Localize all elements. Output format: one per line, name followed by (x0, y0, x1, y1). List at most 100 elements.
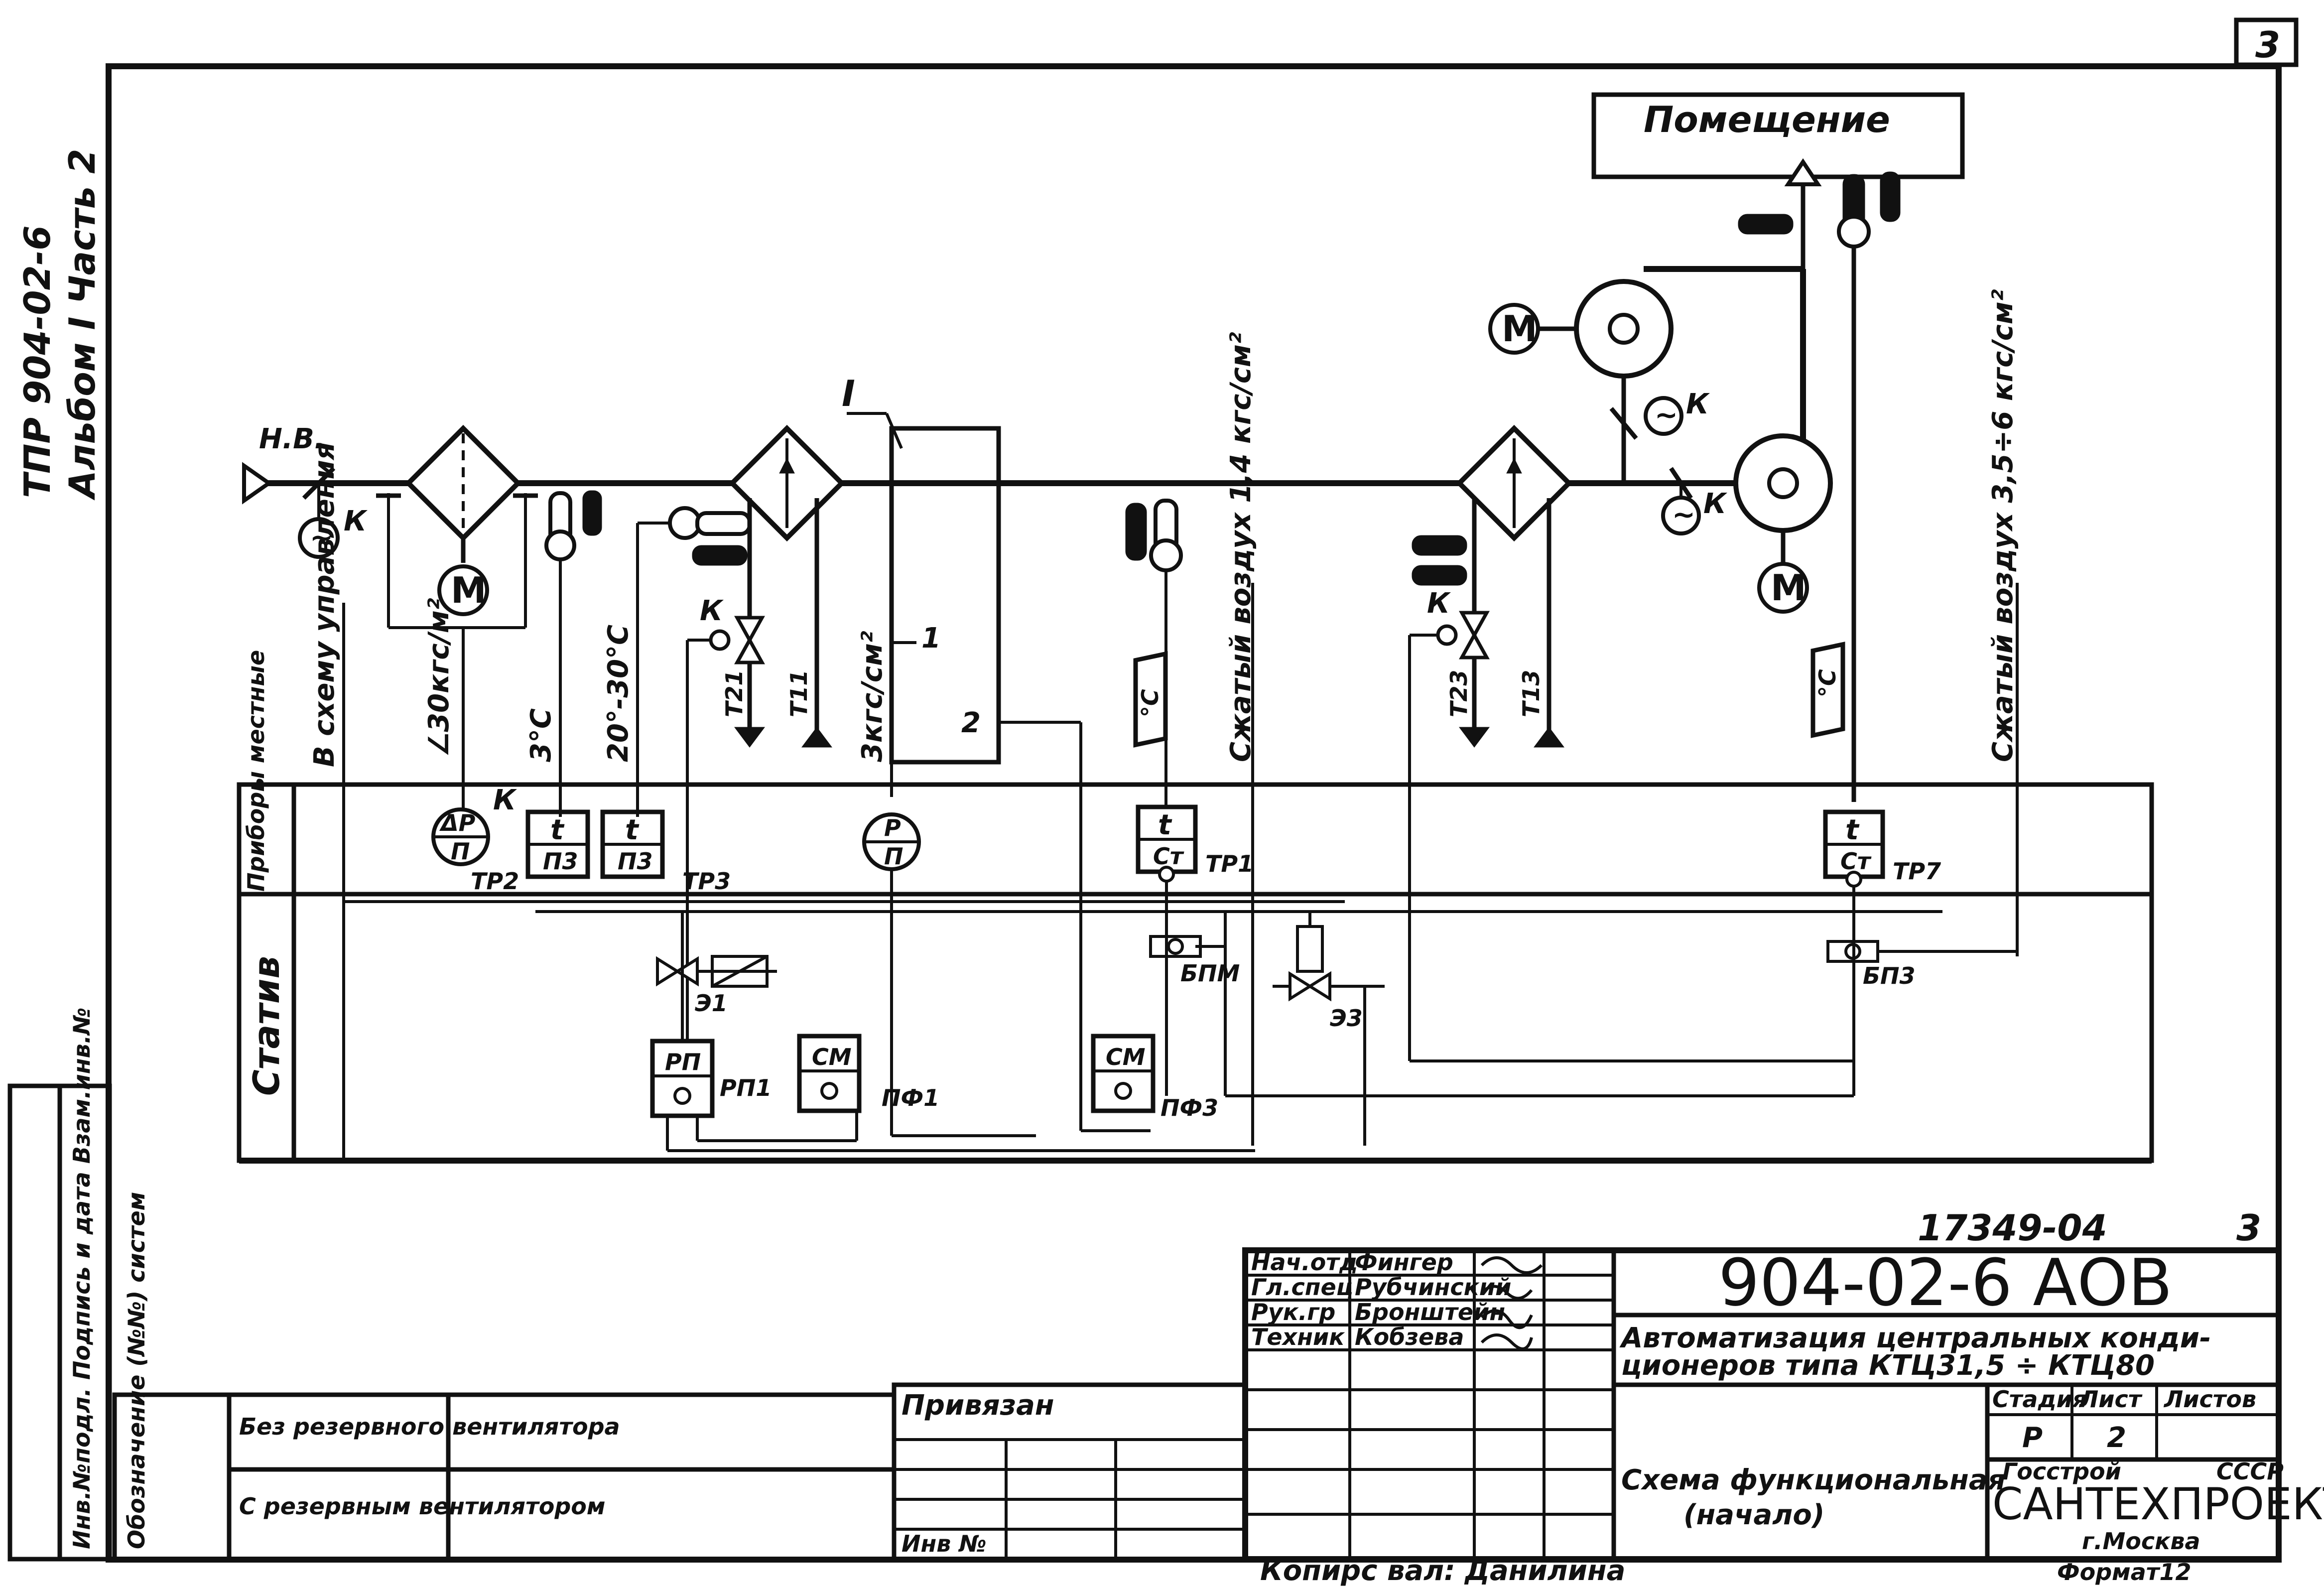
e1-valve-left-icon (656, 956, 680, 987)
name-2: Рубчинский (1355, 1274, 1511, 1301)
temp-sensor-3b-icon (582, 490, 602, 536)
valve-1-actuator-icon (709, 629, 731, 651)
left-stamp-label: Инв.№подл. Подпись и дата Взам.инв.№ (68, 1007, 95, 1549)
signature-2 (1480, 1285, 1533, 1300)
fan-1-motor-icon (1757, 562, 1809, 614)
title-code: 904-02-6 АОВ (1718, 1245, 2173, 1321)
humidifier-block (889, 426, 1001, 765)
linked-label: Привязан (902, 1389, 1054, 1422)
temp-sensor-tr1-bulb (1149, 538, 1183, 572)
filter-motor-label: М (451, 569, 487, 611)
duct-sensor-icon (1738, 214, 1794, 235)
thermostat-20-top: t (625, 814, 640, 846)
row-stand-label: Статив (246, 956, 287, 1096)
sm1-port (820, 1082, 838, 1100)
rp1-label: РП (665, 1049, 701, 1075)
temp-sensor-20b-icon (692, 545, 748, 566)
fan-2-hub (1608, 313, 1640, 345)
tag-tr1: ТР1 (1205, 850, 1254, 877)
outdoor-air-label: Н.В. (259, 423, 325, 455)
temp-sensor-20-icon (695, 511, 752, 536)
heater-2-sensor-a-icon (1412, 535, 1467, 556)
heater-1-supply-arrow-icon (801, 727, 832, 748)
valve-1-k: К (700, 595, 724, 627)
name-1: Фингер (1355, 1249, 1453, 1276)
node-2-label: 2 (961, 707, 981, 739)
e1-box-icon (711, 955, 769, 988)
valve-1-bot-icon (734, 636, 765, 664)
t13-label: Т13 (1518, 670, 1545, 717)
name-4: Кобзева (1355, 1323, 1464, 1350)
inlet-actuator-icon (298, 517, 340, 559)
tag-tr7: ТР7 (1893, 858, 1941, 885)
signature-4 (1480, 1333, 1533, 1350)
fan-2-actuator-k: К (1686, 388, 1710, 420)
degC-2-label: °С (1814, 669, 1841, 697)
designation-label: Обозначение (№№) систем (123, 1192, 150, 1549)
variant-2-label: С резервным вентилятором (239, 1493, 605, 1520)
role-4: Техник (1251, 1323, 1345, 1350)
filter-motor-icon (437, 564, 489, 616)
compressed-2-label: Сжатый воздух 3,5÷6 кгс/см² (1987, 289, 2019, 762)
fan-1-hub (1767, 467, 1799, 499)
t21-label: Т21 (721, 670, 748, 717)
role-2: Гл.спец (1251, 1274, 1353, 1301)
role-3: Рук.гр (1251, 1299, 1335, 1325)
scheme-title-1: Схема функциональная (1621, 1464, 2006, 1496)
side-stamp-line2: Альбом I Часть 2 (61, 149, 103, 501)
fan-1-actuator-tilde: ~ (1672, 499, 1695, 531)
valve-2-actuator-icon (1436, 624, 1458, 646)
signature-3 (1480, 1309, 1533, 1329)
t2030-label: 20°-30°С (602, 625, 635, 762)
p3-label: 3кгс/см² (856, 631, 889, 762)
tag-bpm: БПМ (1180, 960, 1240, 987)
control-scheme-label: В схему управления (308, 442, 341, 767)
degC-indicator-2 (1810, 642, 1845, 738)
tag-bp3: БП3 (1863, 962, 1916, 989)
tr7-bot: Ст (1840, 848, 1872, 875)
tr1-port (1158, 866, 1175, 883)
fan-1-actuator-k: К (1703, 488, 1728, 520)
stage-value: Р (2022, 1422, 2043, 1454)
role-1: Нач.отд (1251, 1249, 1358, 1276)
heater-2-arrow-icon (1506, 457, 1522, 474)
inv-no-label: Инв № (902, 1530, 987, 1557)
pressure-gauge-bot: П (884, 843, 904, 870)
room-sensor-2-icon (1880, 171, 1901, 222)
thermostat-3-top: t (550, 814, 565, 846)
tag-tr3: ТР3 (682, 868, 731, 895)
t3-label: 3°С (525, 708, 557, 762)
stage-header: Стадия (1992, 1386, 2087, 1413)
section-mark-leader (885, 412, 903, 449)
thermostat-20-bot: П3 (618, 848, 653, 875)
rp1-port (673, 1087, 691, 1105)
e1-valve-right-icon (674, 956, 699, 987)
heater-1-return-arrow-icon (734, 727, 765, 748)
sm1-icon (797, 1034, 862, 1113)
inlet-triangle-icon (242, 462, 272, 505)
title-desc-1: Автоматизация центральных конди- (1619, 1322, 2211, 1354)
sm3-icon (1091, 1034, 1156, 1113)
tag-pf3: ПФ3 (1161, 1094, 1218, 1121)
sheet-header: Лист (2078, 1386, 2143, 1413)
fan-2-motor-label: М (1502, 308, 1538, 350)
org-top-left: Госстрой (2002, 1458, 2121, 1485)
degC-indicator-1 (1133, 651, 1168, 748)
doc-number: 17349-04 (1918, 1207, 2107, 1249)
tr1-top: t (1158, 809, 1172, 841)
tr7-port (1845, 871, 1862, 888)
valve-2-bot-icon (1459, 631, 1490, 660)
copied-by: Копирс вал: Данилина (1260, 1555, 1625, 1587)
e3-valve-right-icon (1307, 971, 1331, 1002)
signature-1 (1480, 1256, 1543, 1274)
sm1-label: СМ (812, 1044, 852, 1070)
e3-valve-left-icon (1289, 971, 1313, 1002)
fan-2-motor-icon (1488, 303, 1540, 355)
e1-box-diag (711, 955, 768, 988)
format-label: Формат12 (2057, 1559, 2191, 1586)
fan-1-actuator-icon (1661, 496, 1701, 535)
valve-2-top-icon (1459, 611, 1490, 639)
temp-sensor-tr1b-icon (1125, 503, 1147, 561)
org-top-right: СССР (2216, 1458, 2284, 1485)
node-1-label: 1 (921, 622, 941, 655)
